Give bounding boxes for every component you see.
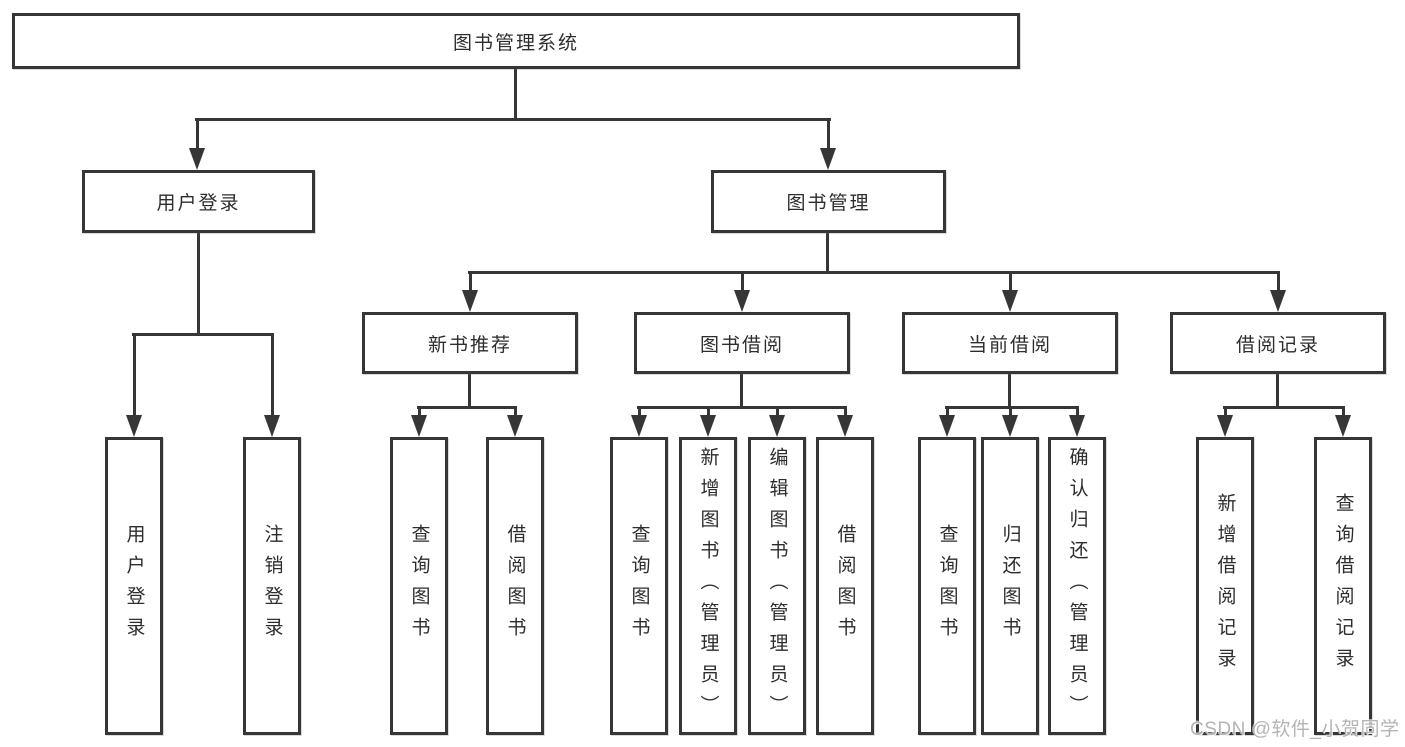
watermark: CSDN @软件_小贺同学 [1190, 719, 1400, 740]
connector-borrow-bar [637, 406, 847, 409]
leaf-query-books-recommend: 查询图书 [390, 437, 448, 735]
leaf-borrow-books-borrow: 借阅图书 [816, 437, 874, 735]
arrow-down [507, 406, 523, 437]
leaf-label: 查询图书 [408, 524, 430, 648]
leaf-query-books-current: 查询图书 [918, 437, 976, 735]
leaf-label: 确认归还（管理员） [1066, 446, 1088, 726]
node-label: 当前借阅 [967, 334, 1052, 356]
leaf-label: 查询图书 [936, 524, 958, 648]
arrow-down [631, 406, 647, 437]
leaf-edit-books-admin: 编辑图书（管理员） [748, 437, 806, 735]
connector-records-bar [1223, 406, 1345, 409]
arrow-down [734, 271, 750, 312]
arrow-down [1069, 406, 1085, 437]
leaf-label: 用户登录 [123, 524, 145, 648]
arrow-down [189, 118, 205, 170]
connector-bookmgmt-bar [468, 271, 1280, 274]
arrow-down [820, 118, 836, 170]
arrow-down [1335, 406, 1351, 437]
leaf-user-login: 用户登录 [105, 437, 163, 735]
arrow-down [837, 406, 853, 437]
connector-current-bar [945, 406, 1079, 409]
arrow-down [126, 333, 142, 437]
arrow-down [1270, 271, 1286, 312]
node-book-management: 图书管理 [711, 170, 946, 233]
connector-recommend-stem [468, 374, 471, 409]
arrow-down [1217, 406, 1233, 437]
connector-root-bar [195, 118, 831, 121]
leaf-label: 查询借阅记录 [1332, 493, 1354, 679]
node-book-management-system: 图书管理系统 [12, 13, 1020, 69]
connector-userlogin-bar [132, 333, 274, 336]
node-label: 用户登录 [156, 193, 241, 214]
leaf-label: 编辑图书（管理员） [766, 446, 788, 726]
arrow-down [1002, 406, 1018, 437]
arrow-down [1002, 271, 1018, 312]
connector-records-stem [1276, 374, 1279, 409]
leaf-logout: 注销登录 [243, 437, 301, 735]
connector-borrow-stem [740, 374, 743, 409]
arrow-down [939, 406, 955, 437]
arrow-down [769, 406, 785, 437]
arrow-down [264, 333, 280, 437]
leaf-label: 注销登录 [261, 524, 283, 648]
connector-root-stem [514, 69, 517, 121]
node-current-borrow: 当前借阅 [902, 312, 1118, 374]
leaf-query-borrow-record: 查询借阅记录 [1314, 437, 1372, 735]
node-book-borrow: 图书借阅 [634, 312, 850, 374]
node-new-book-recommend: 新书推荐 [362, 312, 578, 374]
arrow-down [411, 406, 427, 437]
arrow-down [700, 406, 716, 437]
leaf-label: 新增图书（管理员） [697, 446, 719, 726]
leaf-label: 借阅图书 [834, 524, 856, 648]
arrow-down [462, 271, 478, 312]
connector-current-stem [1008, 374, 1011, 409]
node-label: 图书管理 [786, 193, 871, 214]
node-user-login: 用户登录 [82, 170, 315, 233]
leaf-borrow-books-recommend: 借阅图书 [486, 437, 544, 735]
connector-bookmgmt-stem [826, 233, 829, 274]
leaf-label: 借阅图书 [504, 524, 526, 648]
node-label: 新书推荐 [427, 334, 512, 356]
node-label: 图书借阅 [699, 334, 784, 356]
leaf-label: 新增借阅记录 [1214, 493, 1236, 679]
node-borrow-records: 借阅记录 [1170, 312, 1386, 374]
leaf-confirm-return-admin: 确认归还（管理员） [1048, 437, 1106, 735]
leaf-label: 归还图书 [999, 524, 1021, 648]
leaf-return-books: 归还图书 [981, 437, 1039, 735]
connector-userlogin-stem [197, 233, 200, 336]
leaf-add-borrow-record: 新增借阅记录 [1196, 437, 1254, 735]
connector-recommend-bar [417, 406, 517, 409]
leaf-query-books-borrow: 查询图书 [610, 437, 668, 735]
node-label: 借阅记录 [1235, 334, 1320, 356]
leaf-label: 查询图书 [628, 524, 650, 648]
node-label: 图书管理系统 [452, 32, 579, 54]
leaf-add-books-admin: 新增图书（管理员） [679, 437, 737, 735]
